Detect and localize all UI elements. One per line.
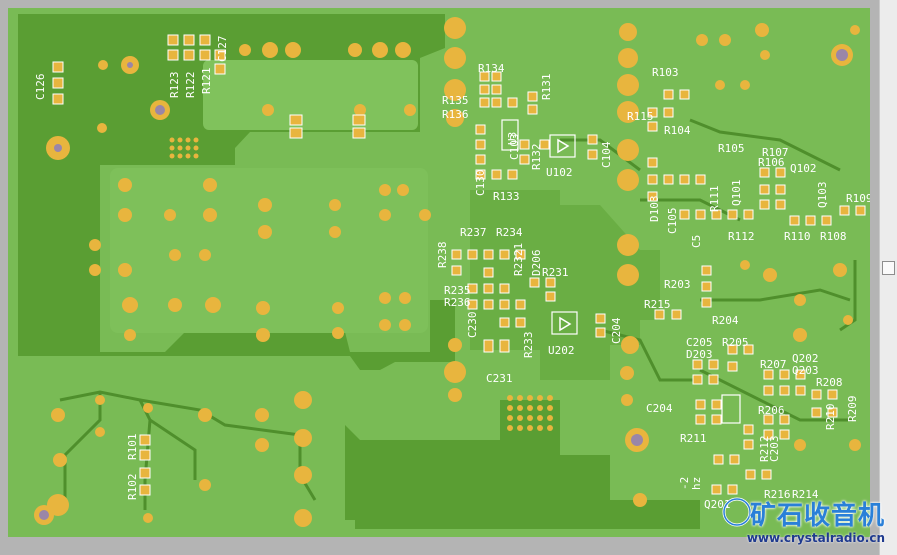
- silkscreen-label: Q103: [816, 182, 829, 209]
- silkscreen-label: R207: [760, 358, 787, 371]
- silkscreen-label: C205: [686, 336, 713, 349]
- silkscreen-label: R206: [758, 404, 785, 417]
- silkscreen-label: R235: [444, 284, 471, 297]
- silkscreen-label: R121: [200, 68, 213, 95]
- silkscreen-label: R103: [652, 66, 679, 79]
- silkscreen-label: C230: [466, 312, 479, 339]
- silkscreen-label: D203: [686, 348, 713, 361]
- silkscreen-label: R111: [708, 186, 721, 213]
- copper-pour-bottom-right: [355, 400, 700, 529]
- silkscreen-label: R238: [436, 242, 449, 269]
- silkscreen-label: Q202: [792, 352, 819, 365]
- silkscreen-label: R112: [728, 230, 755, 243]
- copper-pour-bottom-pad: [345, 425, 360, 520]
- silkscreen-label: R109: [846, 192, 870, 205]
- silkscreen-label: R208: [816, 376, 843, 389]
- silkscreen-label: C203: [768, 436, 781, 463]
- silkscreen-label: R107: [762, 146, 789, 159]
- ic-outlines: [501, 119, 741, 424]
- silkscreen-label: R123: [168, 72, 181, 99]
- silkscreen-label: C231: [486, 372, 513, 385]
- silkscreen-label: R236: [444, 296, 471, 309]
- silkscreen-label: R209: [846, 396, 859, 423]
- silkscreen-label: C104: [600, 141, 613, 168]
- copper-pour-left-mid: [18, 230, 92, 290]
- silkscreen-label: R108: [820, 230, 847, 243]
- silkscreen-label: R211: [680, 432, 707, 445]
- silkscreen-label: R132: [530, 144, 543, 171]
- silkscreen-label: hz: [690, 477, 703, 490]
- silkscreen-label: R210: [824, 404, 837, 431]
- scrollbar-thumb[interactable]: [882, 261, 895, 275]
- silkscreen-label: R2321: [512, 243, 525, 276]
- silkscreen-label: R237: [460, 226, 487, 239]
- silkscreen-label: D103: [648, 196, 661, 223]
- silkscreen-label: R205: [722, 336, 749, 349]
- inner-panel-top: [203, 60, 418, 130]
- silkscreen-label: R102: [126, 474, 139, 501]
- pcb-layout: C126R123R122R121C127R134R131R135R136U3R1…: [18, 14, 870, 529]
- silkscreen-label: R115: [627, 110, 654, 123]
- silkscreen-label: R204: [712, 314, 739, 327]
- silkscreen-label: C126: [34, 74, 47, 101]
- silkscreen-label: -2: [678, 477, 691, 490]
- silkscreen-label: R131: [540, 74, 553, 101]
- via-cluster-top: [169, 137, 199, 159]
- silkscreen-label: R122: [184, 72, 197, 99]
- watermark-url: www.crystalradio.cn: [746, 531, 885, 545]
- silkscreen-label: R105: [718, 142, 745, 155]
- vertical-scrollbar[interactable]: [879, 0, 897, 555]
- silkscreen-label: R234: [496, 226, 523, 239]
- silkscreen-label: Q101: [730, 180, 743, 207]
- silkscreen-label: R104: [664, 124, 691, 137]
- silkscreen-label: C105: [666, 208, 679, 235]
- silkscreen-label: Q203: [792, 364, 819, 377]
- silkscreen-label: C204: [610, 317, 623, 344]
- silkscreen-label: R133: [493, 190, 520, 203]
- smd-pads: [52, 34, 866, 496]
- inner-panel: [110, 168, 428, 333]
- silkscreen-label: R216: [764, 488, 791, 501]
- via-cluster-bottom: [507, 395, 553, 431]
- silkscreen-label: U102: [546, 166, 573, 179]
- silkscreen-label: C5: [690, 235, 703, 248]
- silkscreen-label: C130: [474, 170, 487, 197]
- silkscreen-label: R110: [784, 230, 811, 243]
- silkscreen-label: R203: [664, 278, 691, 291]
- silkscreen-label: R215: [644, 298, 671, 311]
- silkscreen-label: R231: [542, 266, 569, 279]
- silkscreen-label: R106: [758, 156, 785, 169]
- silkscreen-label: R136: [442, 108, 469, 121]
- silkscreen-label: C127: [216, 36, 229, 63]
- silkscreen-label: R233: [522, 332, 535, 359]
- silkscreen-label: C103: [508, 134, 521, 161]
- silkscreen-label: C204: [646, 402, 673, 415]
- silkscreen-label: R101: [126, 434, 139, 461]
- silkscreen-label: U202: [548, 344, 575, 357]
- silkscreen-label: Q102: [790, 162, 817, 175]
- silkscreen-label: R212: [758, 436, 771, 463]
- silkscreen-label: R214: [792, 488, 819, 501]
- silkscreen-label: R134: [478, 62, 505, 75]
- watermark-title: 矿石收音机: [749, 501, 885, 531]
- silkscreen-label: D206: [530, 250, 543, 277]
- ic-symbols: [557, 138, 572, 332]
- drill-holes: [39, 49, 848, 520]
- watermark-logo-icon: [722, 497, 752, 527]
- watermark: 矿石收音机 www.crystalradio.cn: [721, 493, 891, 553]
- silkscreen-label: R135: [442, 94, 469, 107]
- silkscreen-label: U3: [506, 132, 519, 145]
